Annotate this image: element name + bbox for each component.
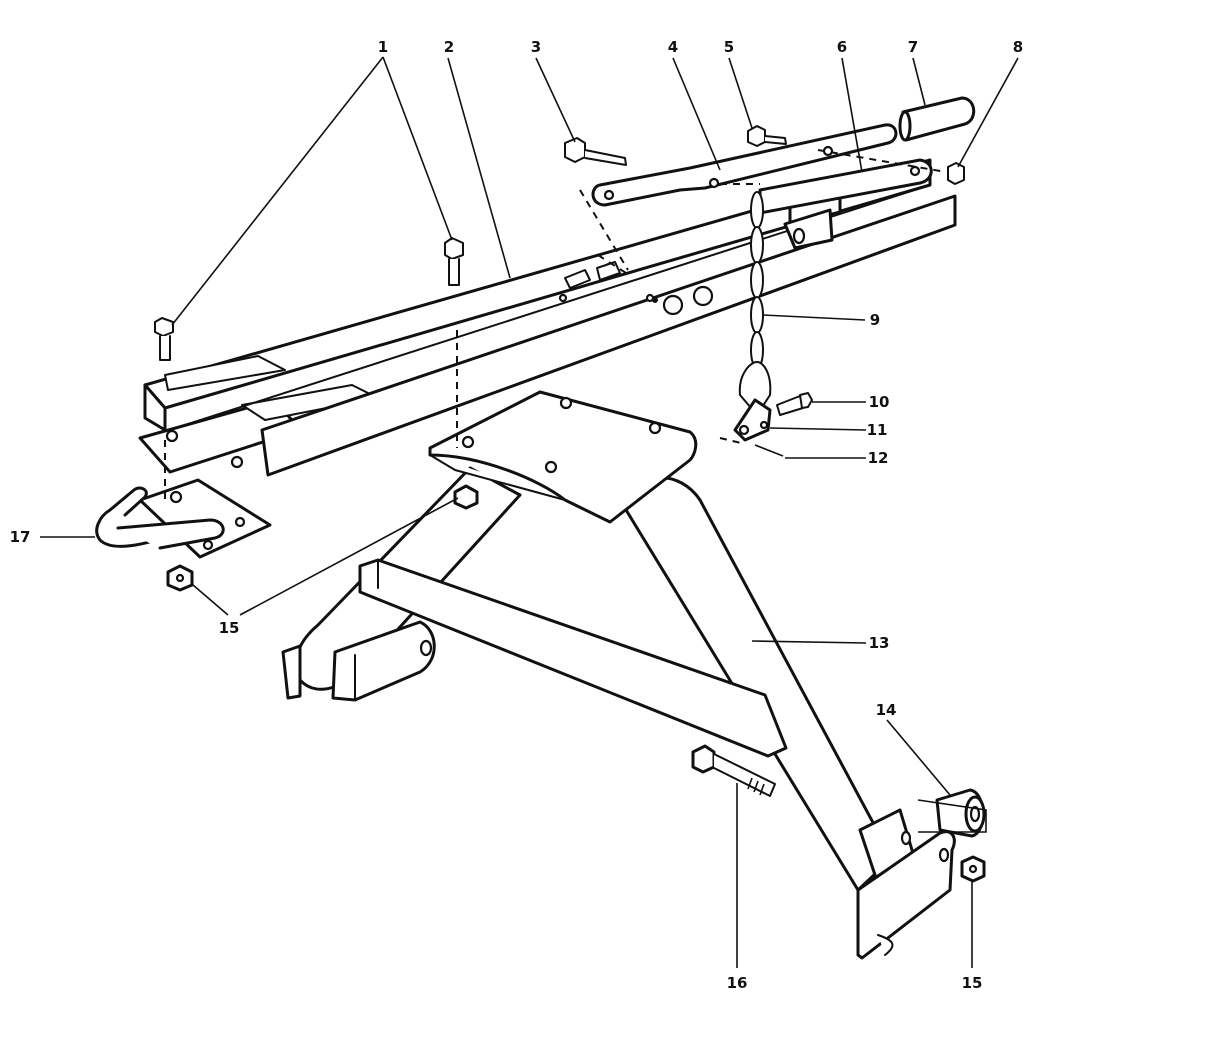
u-bolt-part-17 (95, 478, 272, 559)
bolt-part-3 (564, 137, 627, 166)
grip-part-7 (898, 96, 976, 142)
callout-14: 14 (876, 701, 897, 719)
callout-12: 12 (868, 449, 889, 467)
nut-part-15-left (166, 564, 194, 592)
bolt-part-10 (776, 392, 813, 416)
nut-part-8 (947, 162, 965, 185)
callout-6: 6 (837, 38, 847, 56)
callout-13: 13 (869, 634, 890, 652)
callout-10: 10 (869, 393, 890, 411)
bolt-part-16 (691, 744, 776, 797)
nut-part-15-right (960, 855, 986, 883)
callout-11: 11 (867, 421, 888, 439)
main-beam-part-2 (138, 158, 957, 477)
callout-15-right: 15 (962, 974, 983, 992)
callout-9: 9 (870, 311, 880, 329)
bushing-part-14 (935, 788, 986, 838)
callout-5: 5 (724, 38, 734, 56)
pin-part-12 (754, 444, 784, 457)
a-frame-part-13 (281, 390, 956, 960)
nut-part-15-center (453, 484, 479, 510)
callout-2: 2 (444, 38, 454, 56)
leader-lines (40, 56, 1019, 968)
callout-labels: 1 2 3 4 5 6 7 8 9 10 11 12 13 14 15 15 1… (10, 38, 1024, 992)
bolt-part-1-left (154, 317, 174, 361)
callout-8: 8 (1013, 38, 1023, 56)
bolt-part-1-right (444, 237, 464, 286)
callout-4: 4 (668, 38, 678, 56)
bolt-part-5 (747, 125, 787, 147)
callout-15-left: 15 (219, 619, 240, 637)
alignment-lines (164, 149, 947, 505)
clevis-part-11 (733, 398, 772, 442)
callout-7: 7 (908, 38, 918, 56)
callout-16: 16 (727, 974, 748, 992)
callout-17: 17 (10, 528, 31, 546)
callout-3: 3 (531, 38, 541, 56)
callout-1: 1 (378, 38, 388, 56)
latch-part-6 (758, 158, 933, 250)
